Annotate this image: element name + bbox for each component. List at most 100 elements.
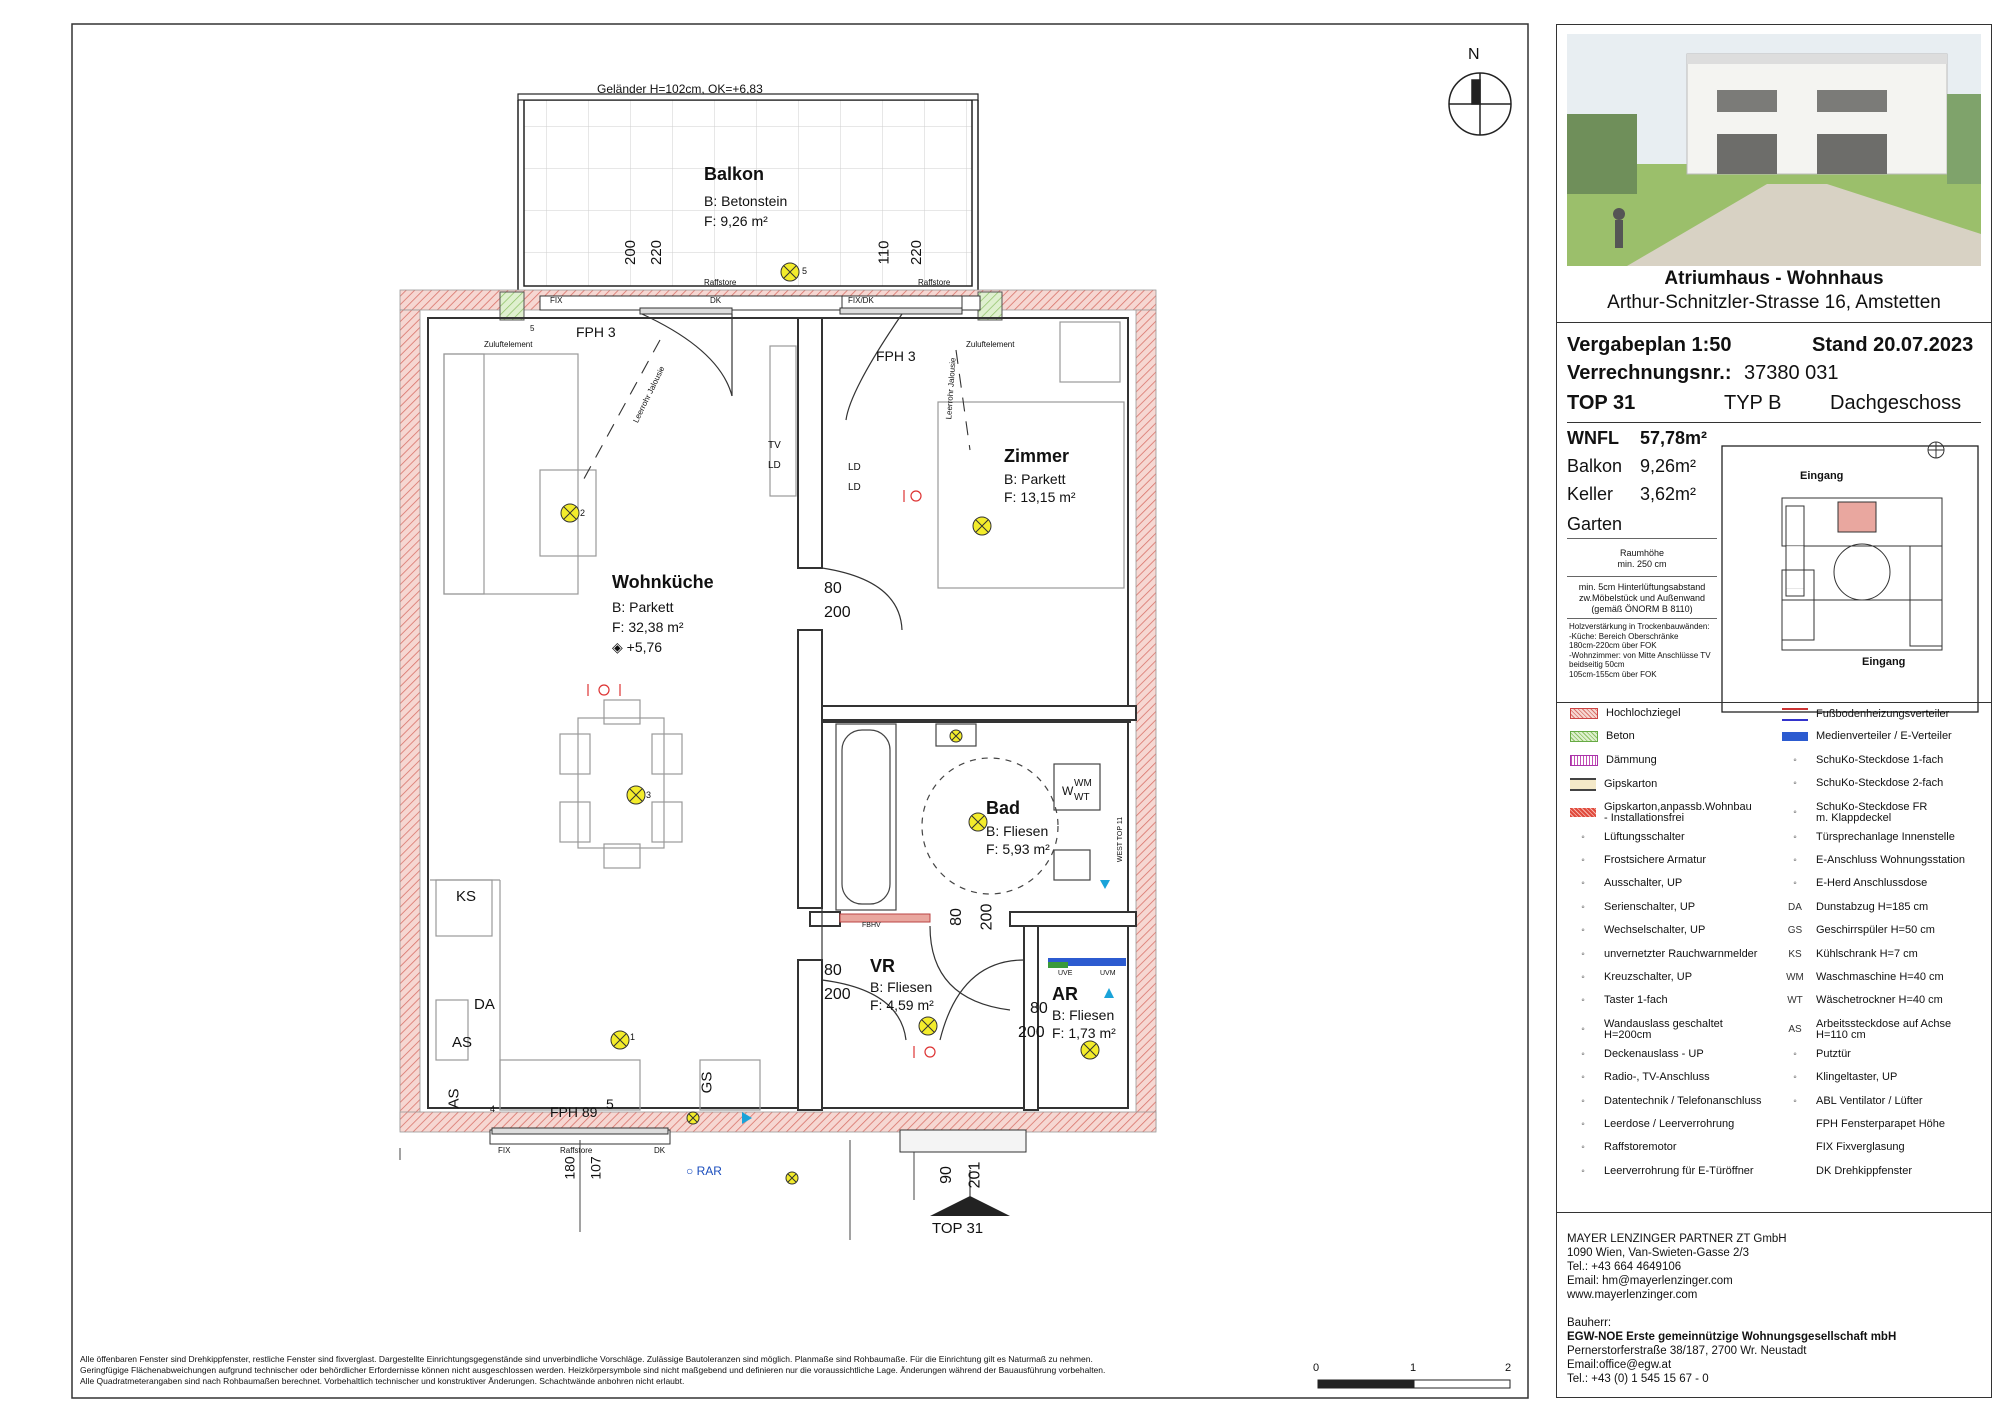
keller-value: 3,62m² bbox=[1640, 484, 1697, 504]
fph3-left: FPH 3 bbox=[576, 324, 616, 340]
wm-label: WM bbox=[1074, 778, 1092, 789]
door-open-icon: ◦ bbox=[1581, 1165, 1585, 1177]
legend-right-item: DK Drehkippfenster bbox=[1782, 1164, 1912, 1177]
building-rendering bbox=[1567, 34, 1981, 266]
legend-left-label: Radio-, TV-Anschluss bbox=[1604, 1071, 1710, 1084]
door-swings bbox=[641, 313, 1025, 1041]
bauherr-label: Bauherr: bbox=[1567, 1317, 1612, 1329]
legend-left-item: ◦Datentechnik / Telefonanschluss bbox=[1570, 1095, 1761, 1107]
room-name: Bad bbox=[986, 798, 1021, 818]
legend-left-item: ◦Leerdose / Leerverrohrung bbox=[1570, 1119, 1734, 1131]
verrechnung-label: Verrechnungsnr.: bbox=[1567, 362, 1732, 384]
legend-right-code: AS bbox=[1788, 1024, 1802, 1036]
dim-220-balkon: 220 bbox=[648, 239, 666, 266]
plan-notes: Alle öffenbaren Fenster sind Drehkippfen… bbox=[80, 1354, 1230, 1387]
tv-icon: ◦ bbox=[1581, 1072, 1585, 1084]
smoke-detectors bbox=[587, 490, 936, 1058]
room-balkon: Balkon B: Betonstein F: 9,26 m² bbox=[704, 164, 787, 229]
level-value: +5,76 bbox=[626, 639, 663, 655]
legend-left-label: Raffstoremotor bbox=[1604, 1141, 1677, 1154]
eingang-top: Eingang bbox=[1800, 470, 1844, 482]
fan-icon: ◦ bbox=[1793, 1095, 1797, 1107]
room-area: F: 13,15 m² bbox=[1004, 489, 1076, 505]
herd-icon: ◦ bbox=[1793, 878, 1797, 890]
rar-label: ○ RAR bbox=[686, 1164, 722, 1178]
tv-label: TV bbox=[768, 440, 781, 451]
vergabeplan: Vergabeplan 1:50 bbox=[1567, 334, 1732, 356]
divider bbox=[1567, 576, 1717, 577]
smoke-icon: ◦ bbox=[1581, 948, 1585, 960]
legend-right-item: FPH Fensterparapet Höhe bbox=[1782, 1119, 1945, 1130]
legend-right-code: WM bbox=[1786, 972, 1804, 983]
dim-200-ar: 200 bbox=[1018, 1024, 1045, 1041]
raffstore-bottom: Raffstore bbox=[560, 1146, 593, 1155]
uvm-label: UVM bbox=[1100, 970, 1116, 977]
dim-200-bad: 200 bbox=[978, 903, 996, 931]
dim-5-top: 5 bbox=[530, 324, 535, 333]
divider bbox=[1567, 422, 1981, 423]
legend-left-label: Lüftungsschalter bbox=[1604, 830, 1685, 843]
room-area: F: 4,59 m² bbox=[870, 997, 934, 1013]
legend-right-label: Dunstabzug H=185 cm bbox=[1816, 900, 1929, 913]
as-label: AS bbox=[452, 1034, 473, 1051]
legend-left-item: ◦ Radio-, TV-Anschluss bbox=[1570, 1071, 1710, 1084]
hatch-red-icon bbox=[1570, 708, 1598, 719]
taster-icon: ◦ bbox=[1581, 995, 1585, 1007]
ceiling-fixtures bbox=[560, 262, 1100, 1185]
wnfl-value: 57,78m² bbox=[1640, 428, 1708, 448]
leerrohr-lines bbox=[579, 339, 971, 487]
geschoss: Dachgeschoss bbox=[1830, 392, 1962, 414]
raumhoehe-note: Raumhöhe min. 250 cm bbox=[1617, 548, 1667, 569]
room-name: Wohnküche bbox=[612, 572, 714, 592]
legend-right-label: ABL Ventilator / Lüfter bbox=[1816, 1094, 1923, 1107]
socket2-icon: ◦ bbox=[1793, 778, 1797, 790]
legend-right-item: Medienverteiler / E-Verteiler bbox=[1782, 731, 1952, 742]
scale-0: 0 bbox=[1313, 1362, 1320, 1374]
fixture-num-5: 5 bbox=[802, 266, 808, 276]
motor-icon: ◦ bbox=[1581, 1142, 1585, 1154]
ks-label: KS bbox=[456, 888, 477, 905]
legend-left-label: Hochlochziegel bbox=[1606, 707, 1681, 719]
legend-left-item: ◦ Lüftungsschalter bbox=[1570, 830, 1685, 843]
dim-80-ar: 80 bbox=[1030, 1000, 1048, 1017]
legend-right-label: E-Herd Anschlussdose bbox=[1816, 877, 1928, 890]
legend-left-item: Gipskarton,anpassb.Wohnbau - Installatio… bbox=[1570, 801, 1752, 824]
w-label: W bbox=[1062, 784, 1074, 798]
room-vr: VR B: Fliesen F: 4,59 m² bbox=[870, 956, 934, 1013]
socket-fr-icon: ◦ bbox=[1793, 807, 1797, 819]
holz-note: Holzverstärkung in Trockenbauwänden: -Kü… bbox=[1569, 622, 1711, 679]
zuluft-left: Zuluftelement bbox=[484, 340, 533, 349]
legend-left-label: Taster 1-fach bbox=[1604, 994, 1668, 1007]
legend-right-label: FPH Fensterparapet Höhe bbox=[1816, 1118, 1946, 1130]
wall-outlet-icon: ◦ bbox=[1581, 1024, 1585, 1036]
windows-top bbox=[539, 295, 981, 315]
switch3-icon: ◦ bbox=[1581, 925, 1585, 937]
divider bbox=[1556, 702, 1992, 703]
putz-icon: ◦ bbox=[1793, 1048, 1797, 1060]
section-marker bbox=[930, 1170, 1010, 1216]
project-title: Atriumhaus - Wohnhaus bbox=[1664, 268, 1884, 289]
architect-web[interactable]: www.mayerlenzinger.com bbox=[1567, 1289, 1698, 1301]
keller-label: Keller bbox=[1567, 484, 1614, 504]
architect-mail[interactable]: Email: hm@mayerlenzinger.com bbox=[1567, 1275, 1733, 1287]
typ: TYP B bbox=[1724, 392, 1782, 414]
circle-dot-icon: ◦ bbox=[1581, 831, 1585, 843]
dim-220-balkon-2: 220 bbox=[908, 239, 926, 266]
plan-frame bbox=[71, 23, 1529, 1399]
legend-right-item: ◦Klingeltaster, UP bbox=[1782, 1072, 1897, 1084]
ld-label-2: LD bbox=[848, 462, 861, 473]
scale-1: 1 bbox=[1410, 1362, 1417, 1374]
legend-right-label: DK Drehkippfenster bbox=[1816, 1164, 1912, 1177]
bauherr-mail[interactable]: Email:office@egw.at bbox=[1567, 1359, 1672, 1371]
architect-name: MAYER LENZINGER PARTNER ZT GmbH bbox=[1567, 1233, 1787, 1245]
legend-right-label: FIX Fixverglasung bbox=[1816, 1141, 1905, 1154]
as-label-2: AS bbox=[445, 1088, 463, 1109]
architect-tel: Tel.: +43 664 4649106 bbox=[1567, 1261, 1682, 1273]
legend-left-label: unvernetzter Rauchwarnmelder bbox=[1604, 947, 1758, 960]
room-floor: B: Parkett bbox=[1004, 471, 1066, 487]
legend-right-label: Kühlschrank H=7 cm bbox=[1816, 947, 1918, 960]
